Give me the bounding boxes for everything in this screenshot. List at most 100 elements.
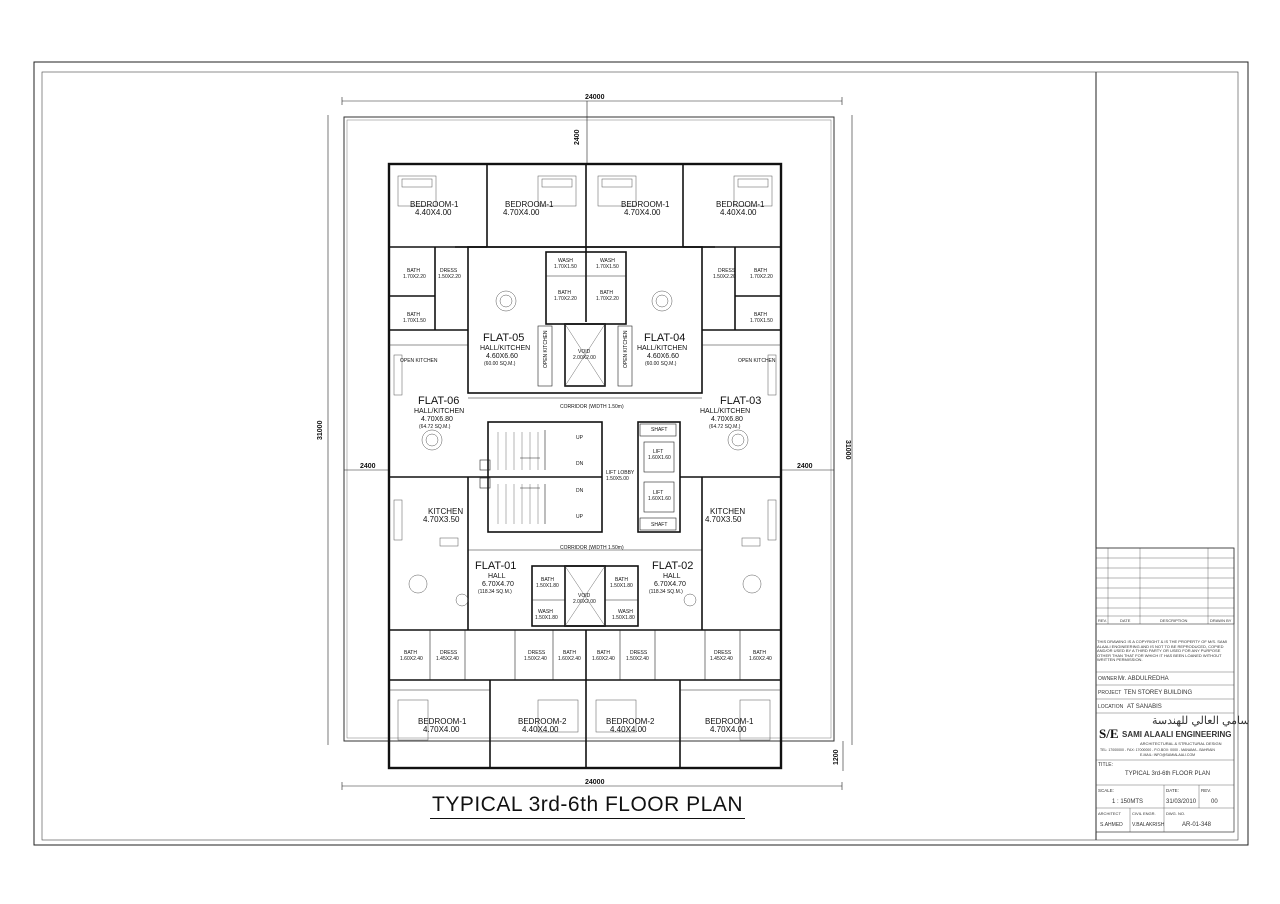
flat-size: 4.60X6.60 <box>647 353 679 360</box>
bedroom-label: BEDROOM-1 <box>418 717 467 726</box>
tb-architect-value: S.AHMED <box>1100 822 1123 828</box>
tb-architect-label: ARCHITECT <box>1098 811 1121 816</box>
flat-06-label: FLAT-06 HALL/KITCHEN 4.70X6.80 (64.72 SQ… <box>414 395 464 430</box>
furniture <box>393 175 777 741</box>
flat-area: (64.72 SQ.M.) <box>419 424 451 430</box>
tb-company-name: SAMI ALAALI ENGINEERING <box>1122 730 1231 739</box>
bath-label: BATH <box>407 268 420 274</box>
void-size: 2.00X2.00 <box>573 355 596 361</box>
bath-size: 1.70X2.20 <box>554 296 577 302</box>
bath-size: 1.50X1.80 <box>610 583 633 589</box>
bedroom-label: BEDROOM-1 <box>705 717 754 726</box>
bedroom-label: BEDROOM-1 <box>716 200 765 209</box>
sheet-inner-border <box>41 71 1239 841</box>
lower-service-rooms: BATH 1.50X1.80 BATH 1.50X1.80 WASH 1.50X… <box>400 577 772 662</box>
bath-label: BATH <box>615 577 628 583</box>
shaft-label: SHAFT <box>651 427 667 433</box>
bath-size: 1.70X2.20 <box>596 296 619 302</box>
stair-up-label: UP <box>576 435 584 441</box>
stair-down-label: DN <box>576 461 584 467</box>
flat-01-label: FLAT-01 HALL 6.70X4.70 (118.34 SQ.M.) <box>475 560 516 595</box>
flat-area: (60.00 SQ.M.) <box>484 361 516 367</box>
bath-size: 1.60X2.40 <box>592 656 615 662</box>
void-label: VOID <box>578 593 591 599</box>
wash-label: WASH <box>538 609 553 615</box>
kitchen-label: KITCHEN <box>710 507 745 516</box>
bath-size: 1.60X2.40 <box>400 656 423 662</box>
top-service-rooms: BATH 1.70X2.20 DRESS 1.50X2.20 BATH 1.70… <box>400 258 776 368</box>
bath-label: BATH <box>404 650 417 656</box>
flat-03-label: FLAT-03 HALL/KITCHEN 4.70X6.80 (64.72 SQ… <box>700 395 761 430</box>
flat-name: FLAT-02 <box>652 560 693 572</box>
flat-name: FLAT-01 <box>475 560 516 572</box>
open-kitchen-label: OPEN KITCHEN <box>543 330 549 368</box>
bedroom-size: 4.40X4.00 <box>720 208 757 217</box>
bath-label: BATH <box>407 312 420 318</box>
dim-right-height: 31000 <box>844 440 851 460</box>
tb-description-header: DESCRIPTION <box>1160 618 1187 623</box>
tb-dwg-value: AR-01-348 <box>1182 822 1212 828</box>
lift-label: LIFT <box>653 490 663 496</box>
shaft-label: SHAFT <box>651 522 667 528</box>
lift-size: 1.60X1.60 <box>648 455 671 461</box>
dress-label: DRESS <box>440 650 458 656</box>
sheet-border <box>33 61 1249 846</box>
flat-name: FLAT-05 <box>483 332 524 344</box>
wash-size: 1.50X1.80 <box>612 615 635 621</box>
company-logo: S/E <box>1099 726 1119 741</box>
top-bedrooms: BEDROOM-1 4.40X4.00 BEDROOM-1 4.70X4.00 … <box>410 200 765 217</box>
tb-title-label: TITLE: <box>1098 762 1113 768</box>
flat-name: FLAT-03 <box>720 395 761 407</box>
tb-owner-value: Mr. ABDULREDHA <box>1118 676 1169 682</box>
flat-area: (118.34 SQ.M.) <box>478 589 512 595</box>
flat-size: 4.60X6.60 <box>486 353 518 360</box>
tb-company-sub: ARCHITECTURAL & STRUCTURAL DESIGN <box>1140 741 1222 746</box>
corridor-label: CORRIDOR (WIDTH 1.50m) <box>560 404 624 410</box>
kitchen-size: 4.70X3.50 <box>423 515 460 524</box>
dim-left-offset: 2400 <box>360 463 376 470</box>
bedroom-size: 4.40X4.00 <box>610 725 647 734</box>
stair-down-label: DN <box>576 488 584 494</box>
tb-title-value: TYPICAL 3rd-6th FLOOR PLAN <box>1125 771 1210 777</box>
bedroom-size: 4.70X4.00 <box>710 725 747 734</box>
flat-size: 4.70X6.80 <box>421 416 453 423</box>
open-kitchen-label: OPEN KITCHEN <box>400 358 438 364</box>
dress-label: DRESS <box>714 650 732 656</box>
building-walls <box>387 162 783 770</box>
building-core: CORRIDOR (WIDTH 1.50m) CORRIDOR (WIDTH 1… <box>560 404 671 551</box>
bath-label: BATH <box>558 290 571 296</box>
void-label: VOID <box>578 349 591 355</box>
bath-size: 1.70X1.50 <box>403 318 426 324</box>
flat-size: 4.70X6.80 <box>711 416 743 423</box>
flat-room: HALL/KITCHEN <box>700 408 750 415</box>
tb-company-contact-email: E-MAIL: INFO@SAMIALAALI.COM <box>1140 753 1195 757</box>
tb-rev-label: REV. <box>1201 788 1211 793</box>
plan-title: TYPICAL 3rd-6th FLOOR PLAN <box>430 793 745 819</box>
wash-size: 1.70X1.50 <box>596 264 619 270</box>
tb-scale-label: SCALE: <box>1098 788 1114 793</box>
bath-label: BATH <box>597 650 610 656</box>
tb-scale-value: 1 : 150MTS <box>1112 799 1143 805</box>
lift-lobby-size: 1.50X5.00 <box>606 476 629 482</box>
void-size: 2.00X2.00 <box>573 599 596 605</box>
tb-drawn-by-header: DRAWN BY <box>1210 618 1232 623</box>
flat-size: 6.70X4.70 <box>654 581 686 588</box>
tb-location-label: LOCATION <box>1098 704 1124 710</box>
flat-room: HALL/KITCHEN <box>480 345 530 352</box>
bedroom-size: 4.70X4.00 <box>423 725 460 734</box>
flat-room: HALL <box>663 573 681 580</box>
dress-label: DRESS <box>718 268 736 274</box>
dress-size: 1.50X2.20 <box>438 274 461 280</box>
lift-label: LIFT <box>653 449 663 455</box>
bedroom-size: 4.70X4.00 <box>624 208 661 217</box>
flat-area: (60.00 SQ.M.) <box>645 361 677 367</box>
bath-label: BATH <box>754 312 767 318</box>
flat-04-label: FLAT-04 HALL/KITCHEN 4.60X6.60 (60.00 SQ… <box>637 332 687 367</box>
dress-size: 1.50X2.20 <box>713 274 736 280</box>
tb-civil-label: CIVIL ENGR. <box>1132 811 1156 816</box>
flat-room: HALL/KITCHEN <box>414 408 464 415</box>
tb-location-value: AT SANABIS <box>1127 704 1162 710</box>
dim-bottom-width: 24000 <box>585 779 605 786</box>
bottom-bedrooms: BEDROOM-1 4.70X4.00 BEDROOM-2 4.40X4.00 … <box>418 717 754 734</box>
